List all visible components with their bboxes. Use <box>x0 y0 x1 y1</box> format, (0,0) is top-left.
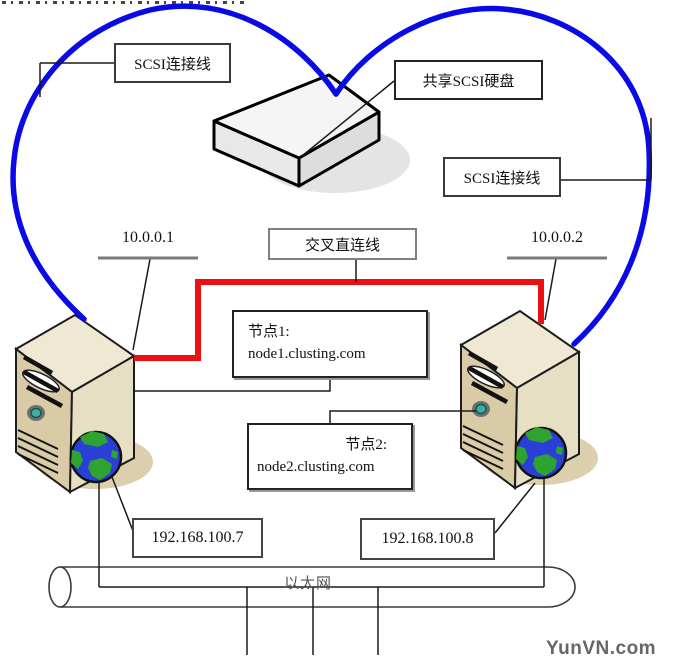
connector-lines <box>39 62 652 655</box>
label-crossover-cable: 交叉直连线 <box>268 228 417 260</box>
connector-line <box>111 476 134 532</box>
label-shared-scsi-disk: 共享SCSI硬盘 <box>394 60 543 100</box>
node1-heartbeat-ip: 10.0.0.1 <box>122 229 174 246</box>
node1-hostname: node1.clusting.com <box>248 346 366 362</box>
ethernet-label: 以太网 <box>284 576 333 592</box>
cropped-text-edge <box>2 1 248 4</box>
connector-line <box>301 80 395 157</box>
connector-line <box>329 410 476 423</box>
ethernet-pipe <box>48 566 576 608</box>
crossover-cable-line <box>134 279 544 361</box>
server-icon-node1 <box>16 315 153 492</box>
watermark: YunVN.com <box>546 638 657 659</box>
node2-heartbeat-ip: 10.0.0.2 <box>531 229 583 246</box>
label-scsi-cable-right: SCSI连接线 <box>443 157 561 197</box>
label-node2: 节点2: node2.clusting.com <box>247 423 413 490</box>
label-node2-lan-ip: 192.168.100.8 <box>360 518 495 560</box>
node2-hostname: node2.clusting.com <box>257 458 375 475</box>
connector-line <box>494 482 536 534</box>
scsi-cable-left-curve <box>10 3 339 322</box>
connector-line <box>134 378 331 392</box>
connector-line <box>544 258 557 321</box>
label-scsi-cable-left: SCSI连接线 <box>114 43 231 83</box>
scsi-cable-right-curve <box>333 5 653 347</box>
pipe-right-cap <box>547 566 576 608</box>
label-node1: 节点1: node1.clusting.com <box>232 310 428 378</box>
label-node1-lan-ip: 192.168.100.7 <box>132 518 263 558</box>
node2-title: 节点2: <box>345 436 387 453</box>
node1-title: 节点1: <box>248 324 290 341</box>
connector-line <box>132 258 151 351</box>
pipe-left-cap <box>48 566 72 608</box>
